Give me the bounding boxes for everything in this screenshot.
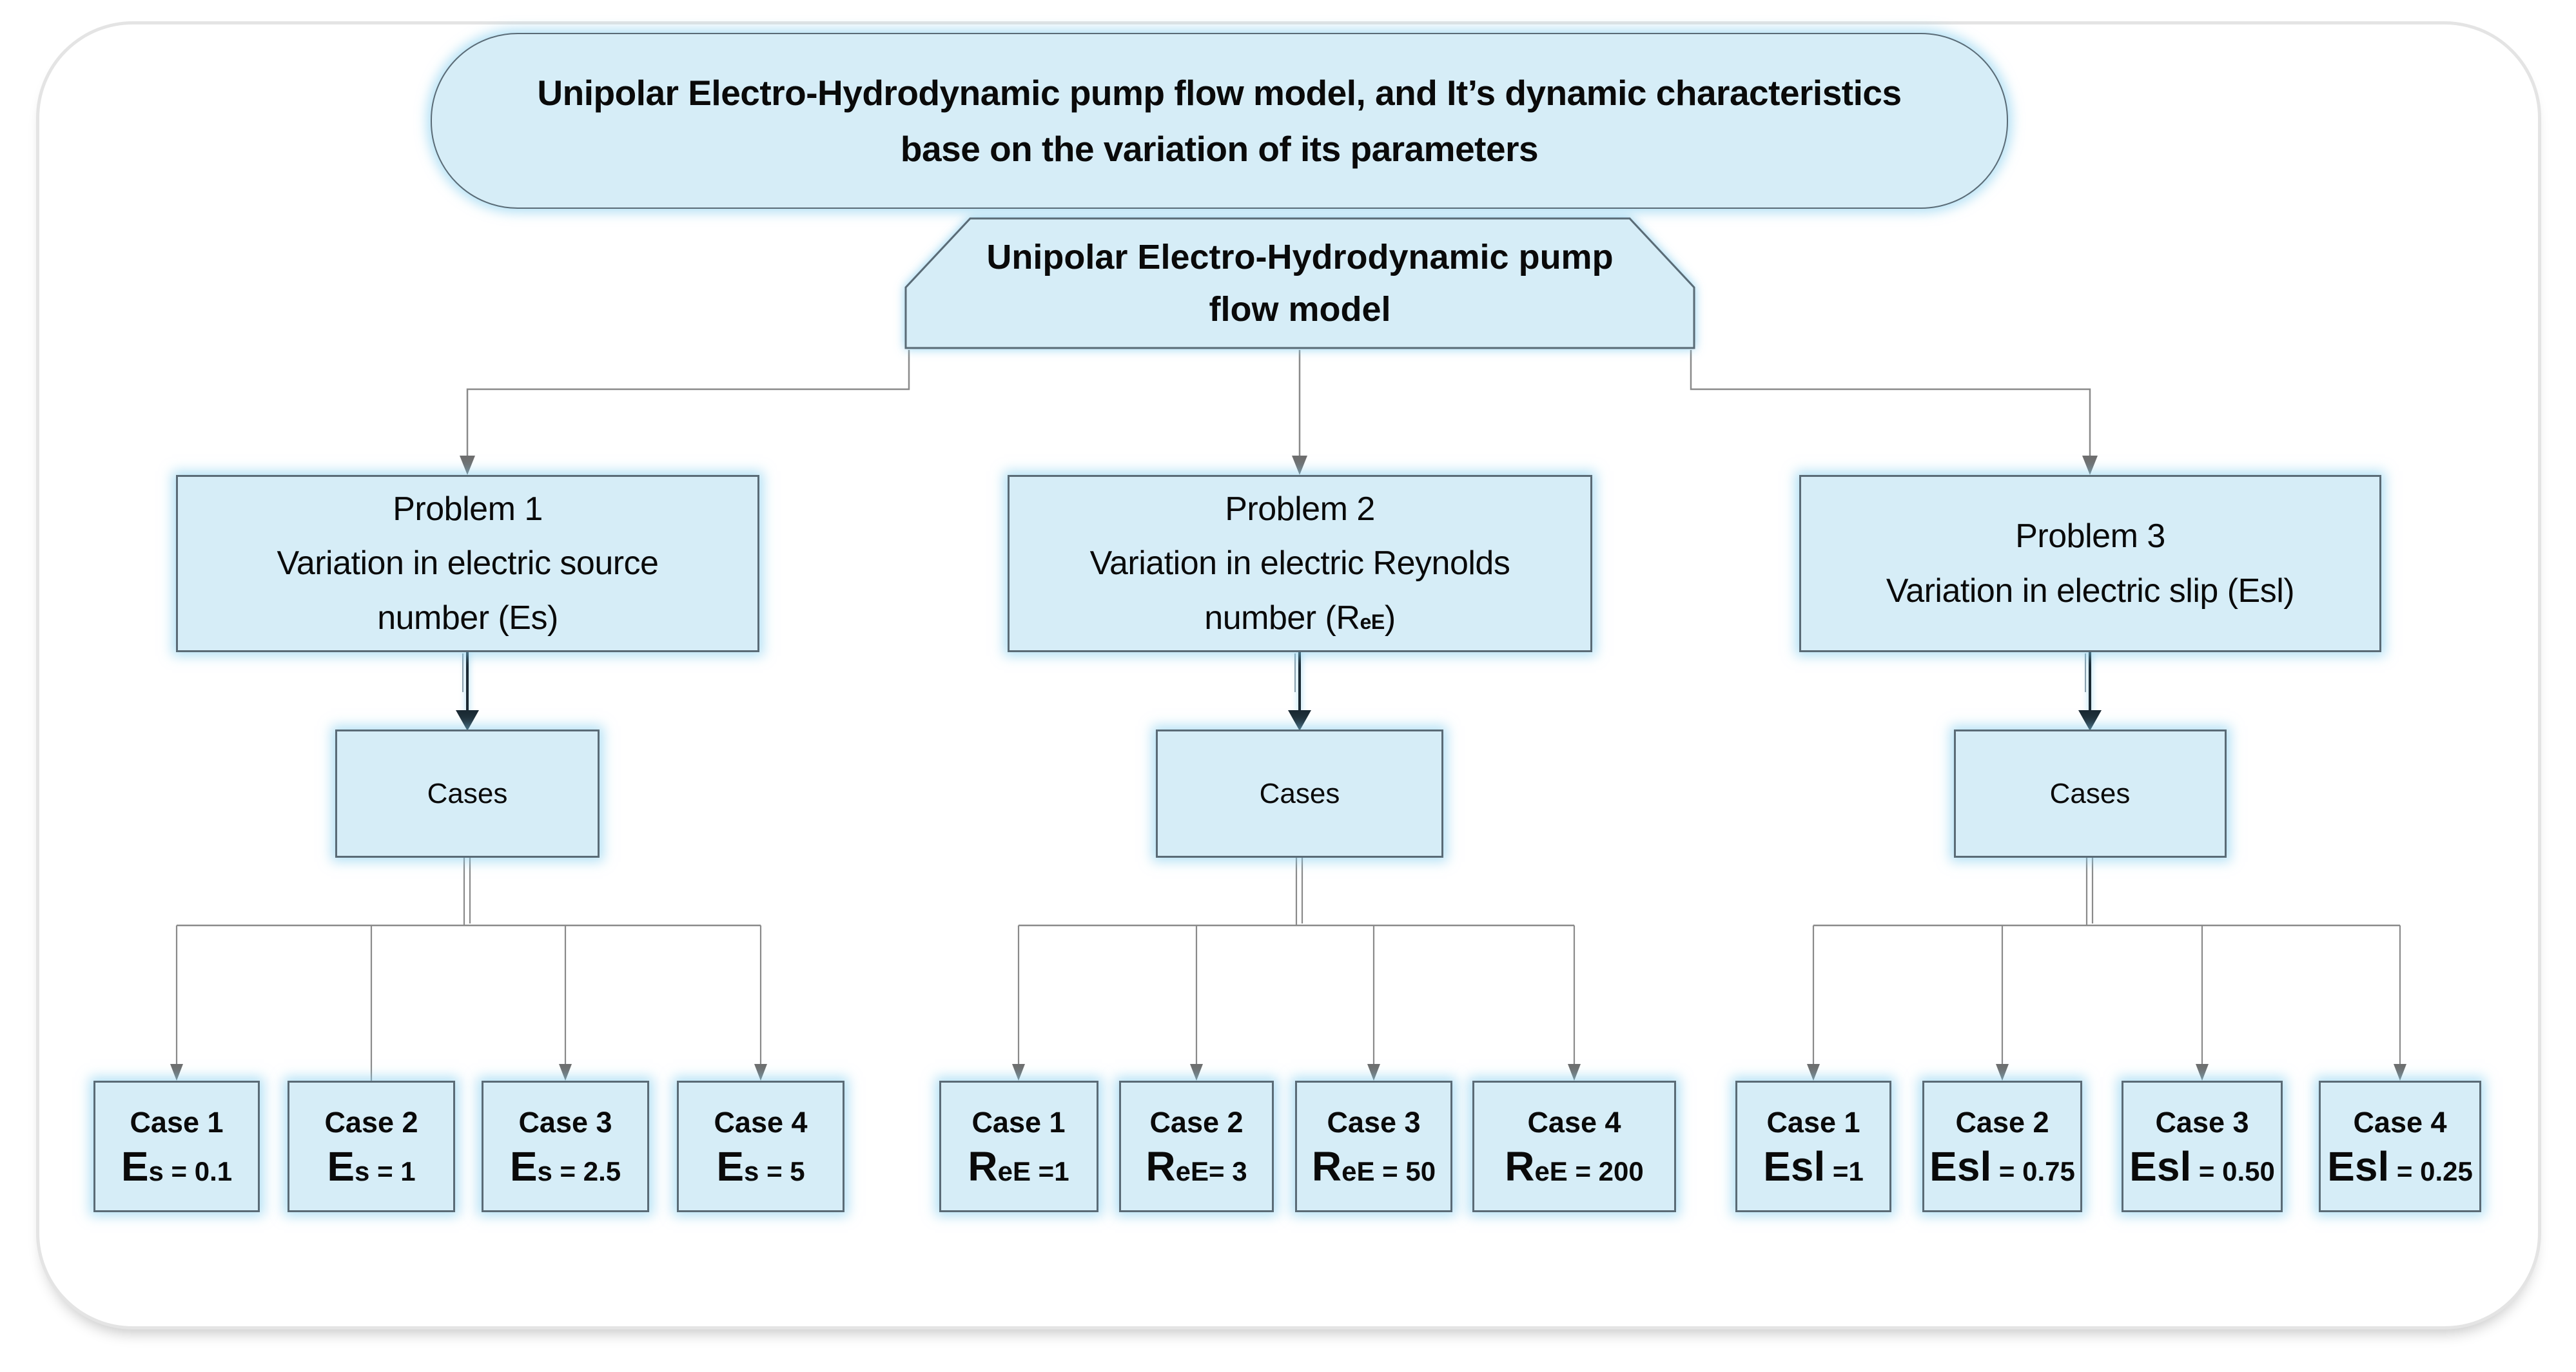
problem-1-case-3-value: Es = 2.5 [510,1146,621,1187]
problem-1-case-2-box: Case 2 Es = 1 [288,1081,455,1212]
problem-3-case-1-value: Esl =1 [1763,1146,1864,1187]
root-node-shape [904,217,1695,349]
problem-3-case-2-box: Case 2 Esl = 0.75 [1922,1081,2082,1212]
problem-2-desc2-post: ) [1384,599,1396,637]
problem-3-desc: Variation in electric slip (Esl) [1886,572,2295,610]
problem-3-case-2-label: Case 2 [1955,1106,2049,1139]
problem-3-case-2-symbol: Esl [1929,1143,1992,1190]
problem-1-case-4-label: Case 4 [714,1106,808,1139]
problem-2-case-1-symbol-sub: eE [997,1156,1031,1186]
problem-1-case-2-symbol: E [327,1143,355,1190]
problem-3-case-1-label: Case 1 [1766,1106,1860,1139]
root-label-line2: flow model [1209,289,1391,329]
cases-box-3: Cases [1953,729,2227,858]
problem-2-case-3-value: ReE = 50 [1312,1146,1436,1187]
problem-2-case-2-eq: = 3 [1209,1156,1247,1186]
problem-3-case-4-label: Case 4 [2353,1106,2447,1139]
problem-1-desc: Variation in electric source [277,545,659,583]
problem-2-box: Problem 2 Variation in electric Reynolds n… [1008,475,1592,652]
problem-2-case-4-label: Case 4 [1527,1106,1621,1139]
problem-1-case-3-label: Case 3 [518,1106,612,1139]
diagram-title-line1: Unipolar Electro-Hydrodynamic pump flow … [537,72,1902,113]
problem-3-case-1-eq: =1 [1825,1156,1864,1186]
problem-1-case-1-box: Case 1 Es = 0.1 [93,1081,260,1212]
problem-1-box: Problem 1 Variation in electric source num… [176,475,759,652]
problem-1-case-2-value: Es = 1 [327,1146,415,1187]
problem-1-case-2-label: Case 2 [324,1106,418,1139]
problem-3-case-4-box: Case 4 Esl = 0.25 [2319,1081,2481,1212]
problem-1-case-3-symbol-sub: s [537,1156,552,1186]
problem-1-case-2-eq: = 1 [369,1156,416,1186]
problem-1-desc2: number (Es) [377,591,558,645]
problem-3-case-4-eq: = 0.25 [2389,1156,2473,1186]
problem-1-case-1-label: Case 1 [130,1106,224,1139]
problem-1-case-4-symbol: E [716,1143,745,1190]
problem-2-desc2: number (ReE) [1204,591,1396,645]
problem-1-case-1-symbol-sub: s [148,1156,164,1186]
problem-2-case-4-value: ReE = 200 [1505,1146,1644,1187]
cases-box-1: Cases [335,729,600,858]
problem-2-case-1-box: Case 1 ReE =1 [939,1081,1098,1212]
problem-1-case-4-value: Es = 5 [716,1146,805,1187]
problem-1-case-4-eq: = 5 [759,1156,805,1186]
problem-2-case-1-value: ReE =1 [968,1146,1069,1187]
problem-2-case-4-box: Case 4 ReE = 200 [1472,1081,1676,1212]
problem-1-case-2-symbol-sub: s [355,1156,370,1186]
problem-2-title: Problem 2 [1225,490,1375,528]
problem-2-case-3-eq: = 50 [1374,1156,1436,1186]
problem-1-case-1-value: Es = 0.1 [121,1146,232,1187]
problem-3-case-3-label: Case 3 [2155,1106,2249,1139]
root-node-label: Unipolar Electro-Hydrodynamic pump flow … [904,217,1696,350]
problem-1-case-3-box: Case 3 Es = 2.5 [482,1081,649,1212]
problem-3-title: Problem 3 [2015,517,2165,556]
root-label-line1: Unipolar Electro-Hydrodynamic pump [986,237,1614,276]
problem-3-box: Problem 3 Variation in electric slip (Esl… [1799,475,2381,652]
problem-3-case-1-symbol: Esl [1763,1143,1826,1190]
problem-2-desc: Variation in electric Reynolds [1089,545,1510,583]
problem-1-desc2-pre: number (Es) [377,599,558,637]
problem-3-case-3-value: Esl = 0.50 [2129,1146,2275,1187]
cases-label-2: Cases [1259,777,1340,809]
problem-2-case-2-label: Case 2 [1149,1106,1244,1139]
problem-2-case-3-symbol: R [1311,1143,1342,1190]
problem-1-case-3-symbol: E [509,1143,538,1190]
problem-3-case-3-eq: = 0.50 [2191,1156,2275,1186]
problem-2-case-2-box: Case 2 ReE= 3 [1119,1081,1274,1212]
problem-2-case-4-symbol: R [1505,1143,1535,1190]
root-node: Unipolar Electro-Hydrodynamic pump flow … [904,217,1696,350]
problem-1-title: Problem 1 [393,490,543,528]
problem-2-case-1-symbol: R [968,1143,998,1190]
problem-1-case-3-eq: = 2.5 [552,1156,621,1186]
problem-2-case-3-label: Case 3 [1327,1106,1421,1139]
problem-3-case-3-symbol: Esl [2129,1143,2192,1190]
problem-2-case-3-box: Case 3 ReE = 50 [1295,1081,1452,1212]
problem-3-case-4-symbol: Esl [2327,1143,2390,1190]
problem-2-desc2-pre: number (R [1204,599,1360,637]
diagram-title-line2: base on the variation of its parameters [900,128,1539,169]
problem-2-case-4-symbol-sub: eE [1534,1156,1568,1186]
problem-3-case-3-box: Case 3 Esl = 0.50 [2122,1081,2283,1212]
problem-3-case-1-box: Case 1 Esl =1 [1735,1081,1891,1212]
problem-3-case-2-value: Esl = 0.75 [1929,1146,2075,1187]
problem-2-case-4-eq: = 200 [1567,1156,1644,1186]
problem-1-case-1-eq: = 0.1 [163,1156,233,1186]
problem-2-desc2-sub: eE [1360,610,1385,633]
problem-1-case-4-box: Case 4 Es = 5 [677,1081,844,1212]
problem-2-case-2-symbol-sub: eE [1175,1156,1209,1186]
problem-2-case-1-eq: =1 [1031,1156,1069,1186]
problem-1-case-1-symbol: E [121,1143,149,1190]
title-node: Unipolar Electro-Hydrodynamic pump flow … [431,33,2008,209]
problem-2-case-2-symbol: R [1146,1143,1176,1190]
cases-label-3: Cases [2049,777,2131,809]
problem-2-case-3-symbol-sub: eE [1342,1156,1375,1186]
problem-2-case-1-label: Case 1 [971,1106,1066,1139]
problem-3-case-2-eq: = 0.75 [1991,1156,2075,1186]
problem-3-case-4-value: Esl = 0.25 [2327,1146,2473,1187]
cases-label-1: Cases [427,777,508,809]
cases-box-2: Cases [1156,729,1443,858]
problem-2-case-2-value: ReE= 3 [1146,1146,1247,1187]
problem-1-case-4-symbol-sub: s [744,1156,759,1186]
